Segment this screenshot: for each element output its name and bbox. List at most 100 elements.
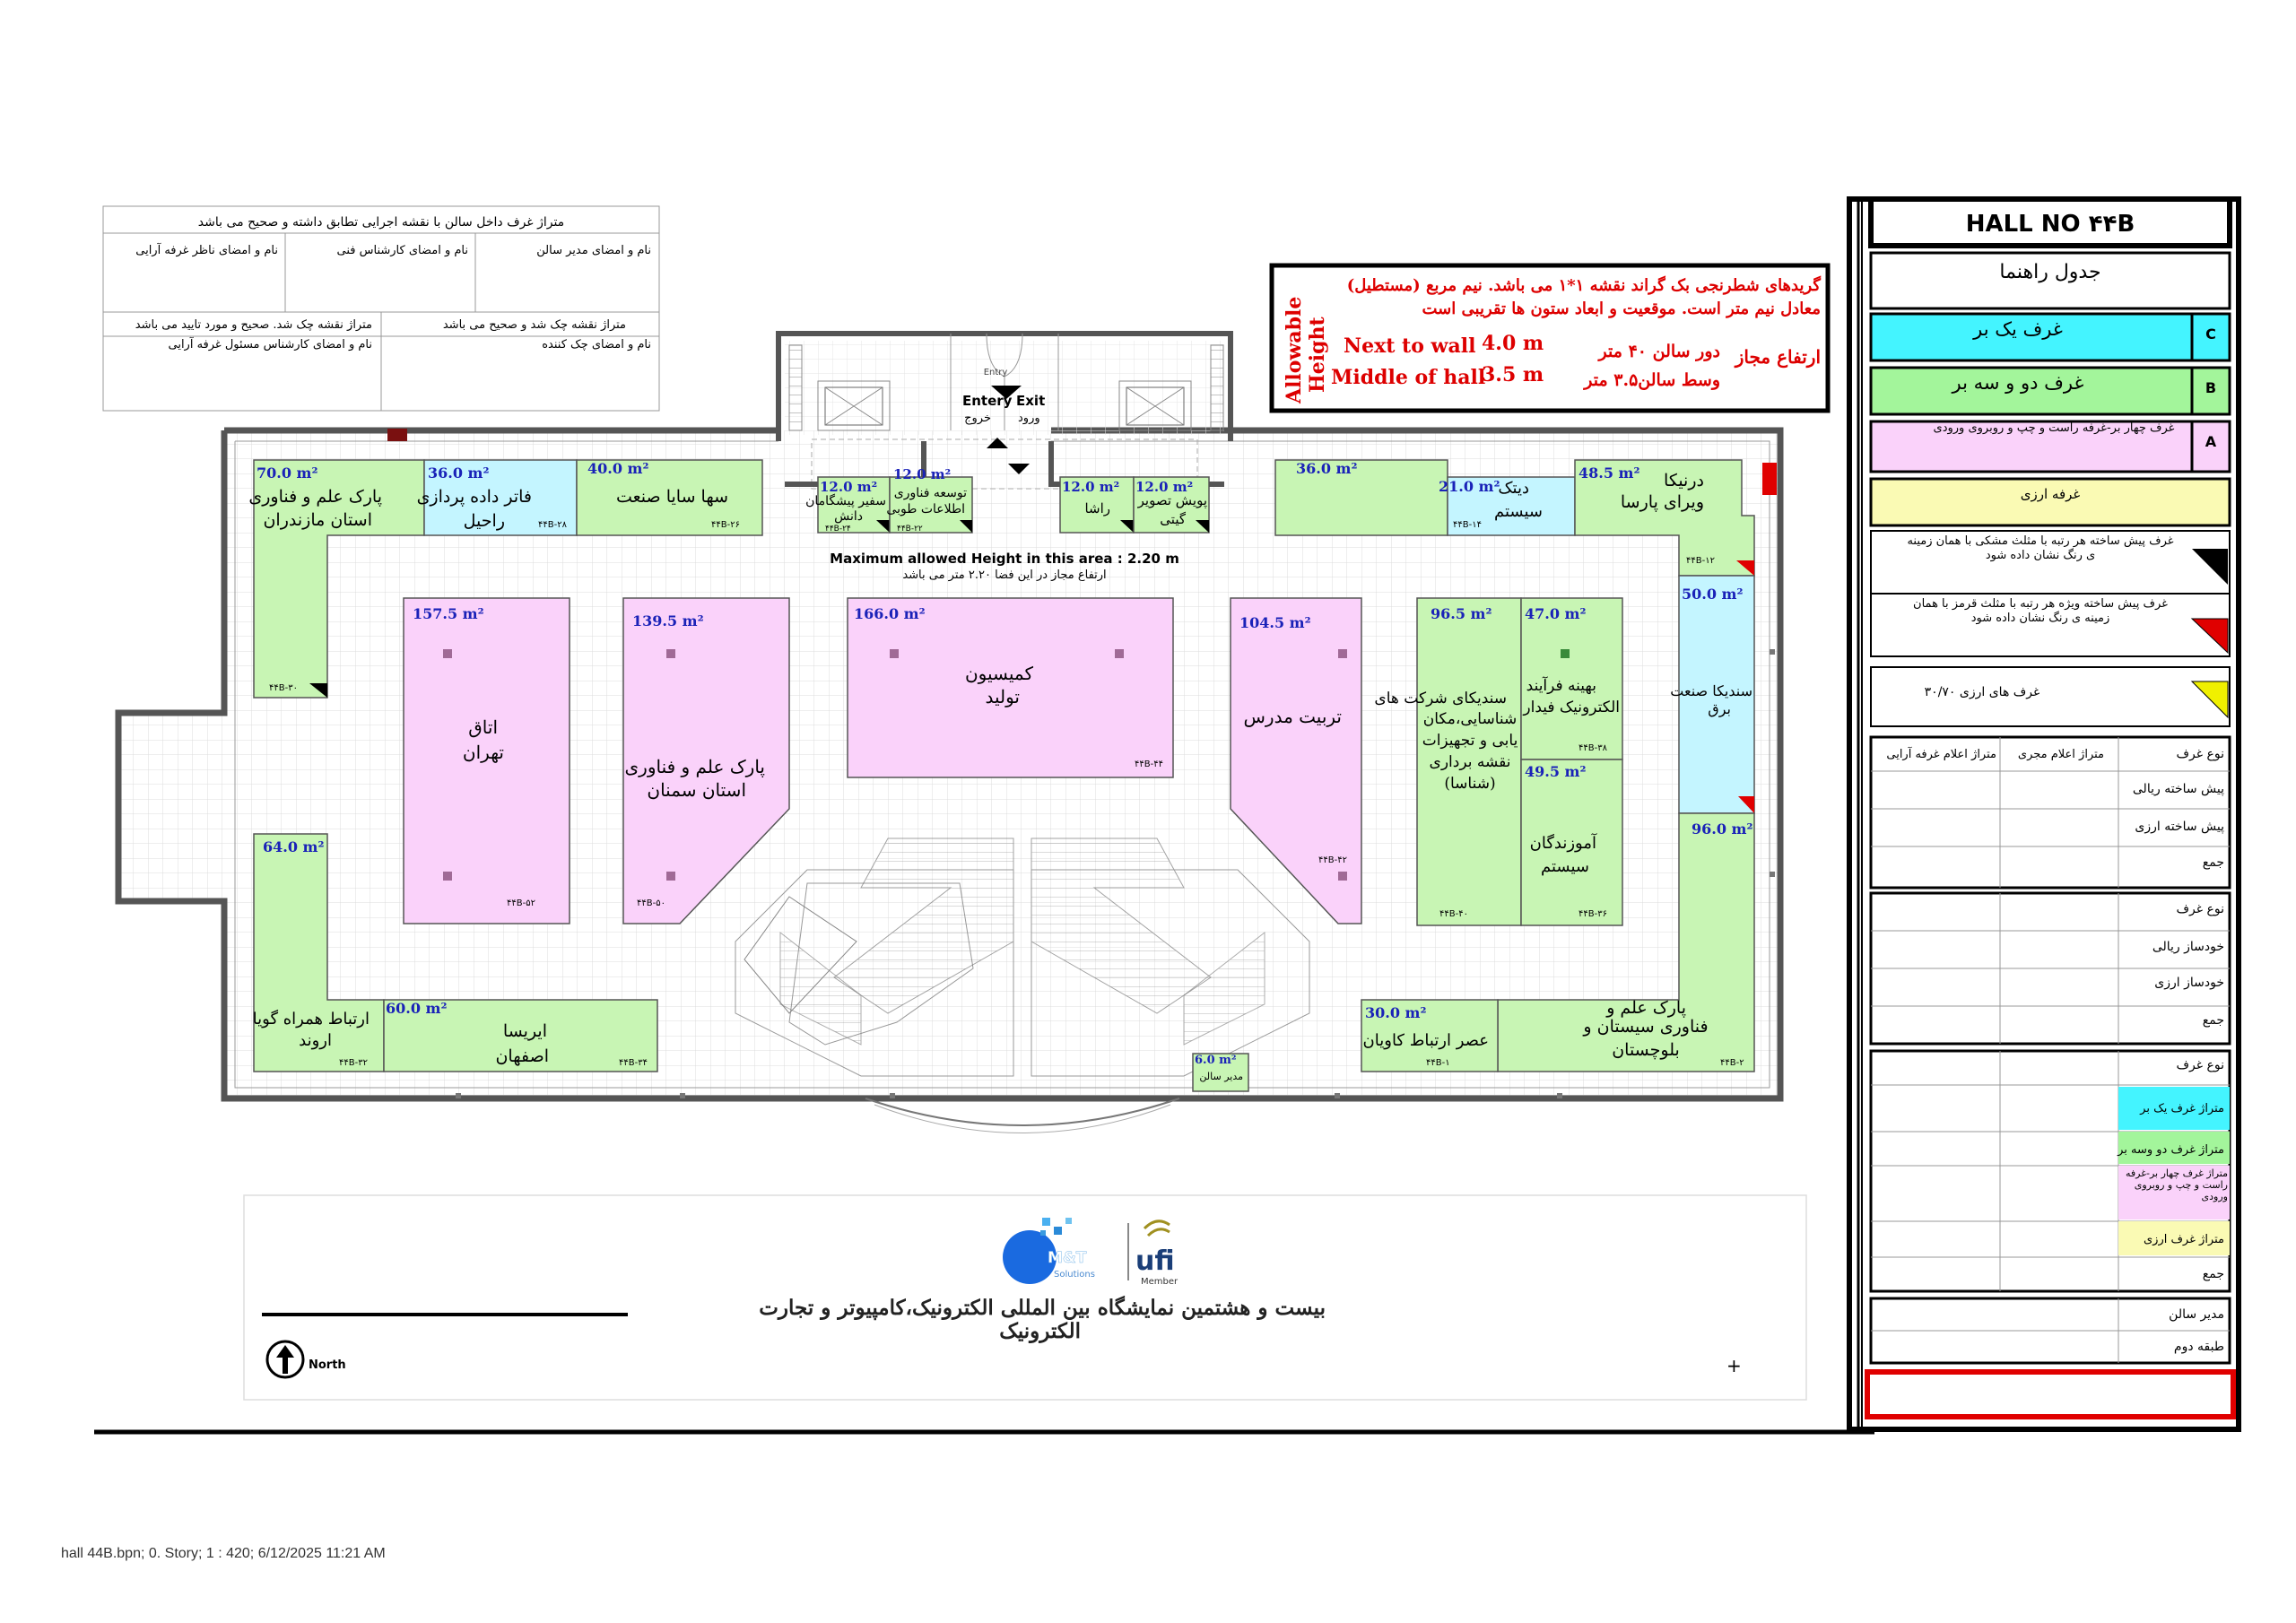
plus-marker-icon: + (1726, 1355, 1742, 1376)
booth-code: ۴۴B-۳۸ (1578, 743, 1608, 753)
booth-44b-40[interactable]: 96.5 m² سندیکای شرکت های شناسایی،مکان یا… (1374, 597, 1522, 926)
summary-row-13: جمع (2203, 1267, 2224, 1281)
booth-44b-12[interactable]: 48.5 m² درنیکا ویرای پارسا ۴۴B-۱۲ (1574, 459, 1755, 577)
booth-44b-18[interactable]: 12.0 m² پویش تصویر گیتی (1133, 476, 1210, 534)
notice-fa-title: ارتفاع مجاز (1734, 346, 1821, 369)
booth-name: دیتک (1498, 479, 1529, 498)
notice-line-2: معادل نیم متر است. موقعیت و ابعاد ستون ه… (1422, 299, 1822, 318)
booth-44b-16[interactable]: 36.0 m² (1274, 459, 1448, 536)
booth-area: 47.0 m² (1525, 605, 1586, 622)
notice-next-wall: Next to wall (1344, 334, 1475, 358)
summary-head-exec: متراژ اعلام مجری (2018, 748, 2104, 761)
booth-44b-20[interactable]: 12.0 m² راشا (1059, 476, 1135, 534)
summary-head-type: نوع غرف (2177, 747, 2225, 761)
legend-panel: HALL NO ۴۴B جدول راهنما غرف یک بر C غرف … (1847, 196, 2241, 1432)
booth-name: توسعه فناوری (894, 486, 967, 500)
approval-cell-responsible: نام و امضای کارشناس مسئول غرفه آرایی (168, 336, 372, 352)
legend-a-code: A (2205, 433, 2217, 450)
booth-44b-50[interactable]: 139.5 m² پارک علم و فناوری استان سمنان ۴… (622, 597, 790, 924)
exhibition-title-line-1: بیست و هشتمین نمایشگاه بین المللی الکترو… (759, 1295, 1326, 1321)
booth-44b-44[interactable]: 166.0 m² کمیسیون تولید ۴۴B-۴۴ (847, 597, 1174, 778)
approval-cell-checked: متراژ نقشه چک شد و صحیح می باشد (443, 318, 626, 332)
hall-number: HALL NO ۴۴B (1966, 211, 2135, 238)
notice-middle: Middle of hall (1331, 366, 1485, 389)
booth-name-2: اروند (299, 1031, 332, 1050)
booth-44b-22[interactable]: 12.0 m² توسعه فناوری اطلاعات طوبی ۴۴B-۲۲ (886, 466, 973, 534)
booth-name-2: دانش (834, 509, 863, 524)
entery-label: Entery (962, 393, 1013, 409)
booth-area: 64.0 m² (263, 838, 324, 855)
booth-44b-34[interactable]: 60.0 m² ایریسا اصفهان ۴۴B-۳۴ (383, 999, 658, 1072)
booth-code: ۴۴B-۳۲ (339, 1058, 368, 1068)
booth-area: 104.5 m² (1239, 614, 1311, 631)
booth-44b-28[interactable]: 36.0 m² فاتر داده پردازی راحیل ۴۴B-۲۸ (417, 459, 578, 536)
booth-area: 70.0 m² (257, 464, 317, 482)
booth-area: 6.0 m² (1195, 1054, 1237, 1067)
booth-area: 50.0 m² (1682, 586, 1743, 603)
booth-area: 40.0 m² (587, 460, 648, 477)
logo-member: Member (1141, 1277, 1178, 1287)
legend-title: جدول راهنما (1999, 261, 2100, 283)
booth-area: 36.0 m² (428, 464, 489, 482)
booth-name: آموزندگان (1530, 833, 1597, 853)
booth-name-2: اطلاعات طوبی (886, 502, 965, 516)
summary-row-3: جمع (2203, 855, 2224, 870)
booth-name: بهینه فرآیند (1526, 675, 1596, 695)
logo-ufi: ufi (1135, 1245, 1175, 1277)
exit-label: Exit (1016, 393, 1045, 409)
notice-allowable: Allowable (1283, 297, 1306, 404)
booth-44b-24[interactable]: 12.0 m² سفیر پیشگامان دانش ۴۴B-۲۴ (805, 476, 891, 534)
booth-name: تربیت مدرس (1244, 706, 1342, 727)
summary-head-arayi: متراژ اعلام غرفه آرایی (1886, 746, 1996, 761)
summary-row-1: پیش ساخته ریالی (2133, 782, 2224, 796)
booth-area: 96.5 m² (1431, 605, 1492, 622)
booth-code: ۴۴B-۲۸ (538, 520, 568, 530)
booth-44b-01[interactable]: 30.0 m² عصر ارتباط کاویان ۴۴B-۱ (1361, 999, 1499, 1072)
approval-cell-supervisor: نام و امضای ناظر غرفه آرایی (135, 242, 278, 257)
khoruj-label: خروج (964, 412, 991, 425)
notice-middle-value: 3.5 m (1482, 363, 1544, 386)
booth-code: ۴۴B-۲۴ (825, 525, 851, 534)
booth-name-2: فناوری سیستان و بلوچستان (1583, 1017, 1709, 1060)
booth-44b-02[interactable]: 96.0 m² پارک علم و فناوری سیستان و بلوچس… (1497, 812, 1755, 1072)
booth-name-2: استان سمنان (647, 779, 746, 801)
booth-44b-10[interactable]: 50.0 m² سندیکا صنعت برق (1670, 575, 1755, 814)
booth-code: ۴۴B-۳۴ (619, 1058, 648, 1068)
booth-code: ۴۴B-۵۲ (507, 898, 535, 908)
booth-area: 21.0 m² (1439, 478, 1500, 495)
booth-44b-36[interactable]: 49.5 m² آموزندگان سیستم ۴۴B-۳۶ (1520, 759, 1623, 926)
booth-hall-manager[interactable]: 6.0 m² مدیر سالن (1192, 1053, 1249, 1092)
booth-name: سندیکا صنعت (1670, 682, 1752, 699)
booth-name-2-wrap: شناسایی،مکان یابی و تجهیزات نقشه برداری … (1422, 710, 1518, 793)
booth-name-2: اصفهان (495, 1046, 549, 1066)
notice-fa-middle: وسط سالن۳.۵ متر (1582, 370, 1720, 390)
summary-row-6: خودساز ارزی (2154, 976, 2224, 990)
north-label: North (309, 1358, 346, 1372)
booth-name: سفیر پیشگامان (805, 493, 886, 508)
booth-code: ۴۴B-۱۲ (1686, 556, 1715, 566)
booth-area: 48.5 m² (1578, 464, 1639, 482)
booth-name-2: سیستم (1541, 857, 1589, 876)
booth-name: ایریسا (503, 1021, 547, 1041)
black-triangle-icon (2192, 549, 2228, 585)
legend-a-label: غرف چهار بر-غرفه راست و چپ و روبروی ورود… (1933, 421, 2175, 435)
booth-44b-42[interactable]: 104.5 m² تربیت مدرس ۴۴B-۴۲ (1230, 597, 1362, 924)
booth-code: ۴۴B-۳۰ (269, 683, 298, 693)
legend-red-triangle-text: غرف پیش ساخته ویژه هر رتبه با مثلث قرمز … (1913, 597, 2168, 625)
booth-name: فاتر داده پردازی (417, 487, 532, 507)
yellow-triangle-icon (2190, 681, 2229, 719)
booth-44b-38[interactable]: 47.0 m² بهینه فرآیند الکترونیک فیدار ۴۴B… (1520, 597, 1623, 760)
booth-code: ۴۴B-۳۶ (1578, 909, 1607, 919)
booth-44b-14[interactable]: 21.0 m² دیتک سیستم ۴۴B-۱۴ (1439, 476, 1576, 536)
approval-table: متراژ غرف داخل سالن با نقشه اجرایی تطابق… (102, 205, 660, 412)
booth-44b-52[interactable]: 157.5 m² اتاق تهران ۴۴B-۵۲ (403, 597, 570, 924)
booth-name-2: تولید (985, 686, 1020, 707)
booth-44b-26[interactable]: 40.0 m² سها سایا صنعت ۴۴B-۲۶ (576, 459, 763, 536)
booth-44b-30[interactable]: 70.0 m² پارک علم و فناوری استان مازندران… (248, 459, 425, 699)
entry-small-label: Entry (984, 368, 1008, 378)
booth-area: 12.0 m² (820, 479, 877, 495)
booth-name: سها سایا صنعت (616, 487, 728, 507)
height-notice-box: گریدهای شطرنجی بک گراند نقشه ۱*۱ می باشد… (1269, 263, 1831, 413)
booth-name: درنیکا (1664, 471, 1704, 490)
